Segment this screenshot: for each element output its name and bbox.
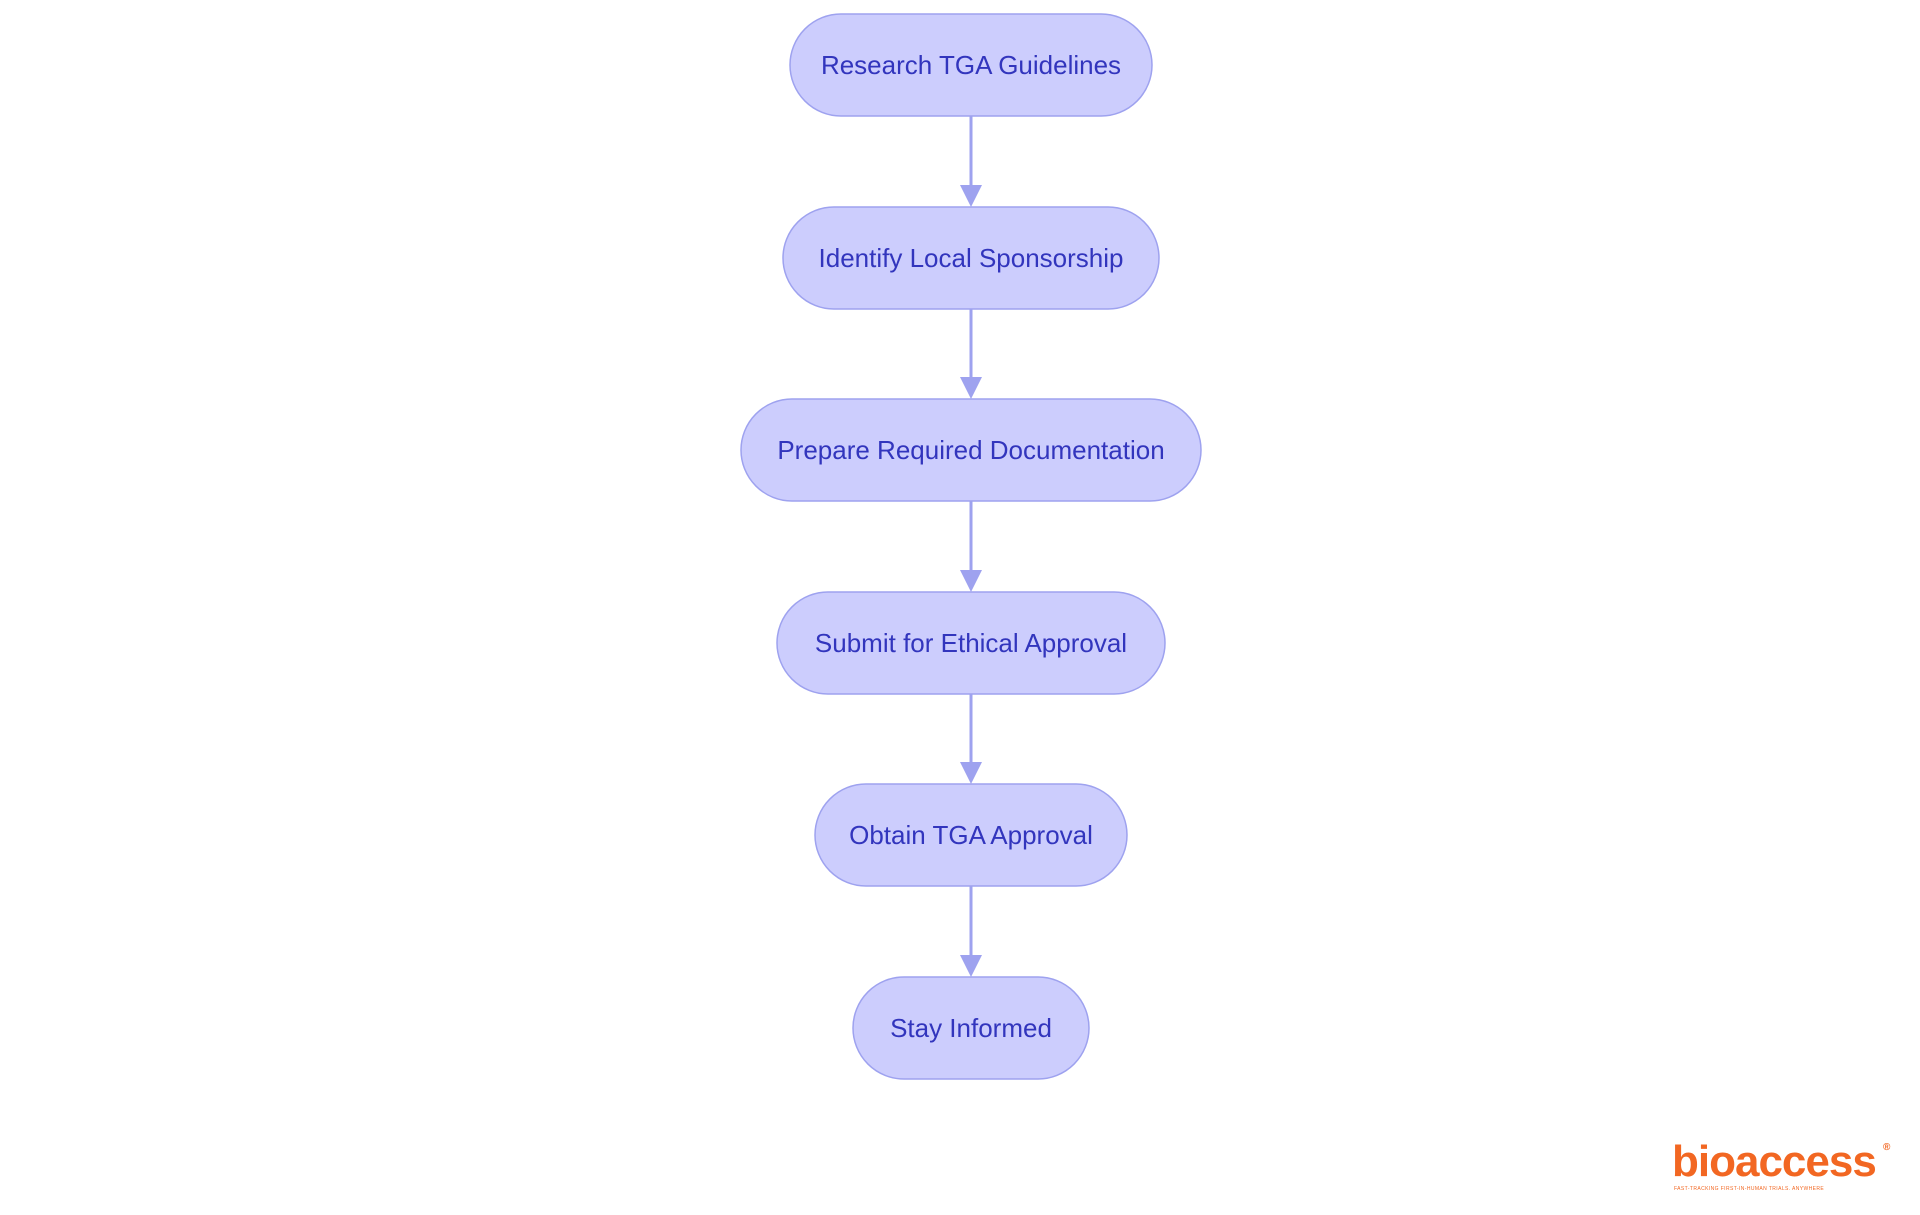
logo-registered-mark: ® [1883, 1142, 1891, 1153]
flow-step-label: Identify Local Sponsorship [819, 243, 1124, 273]
flow-step-label: Prepare Required Documentation [777, 435, 1164, 465]
flow-step-label: Stay Informed [890, 1013, 1052, 1043]
flow-step-label: Obtain TGA Approval [849, 820, 1093, 850]
flow-step: Stay Informed [852, 976, 1090, 1080]
flow-step: Submit for Ethical Approval [776, 591, 1166, 695]
flow-arrow [960, 886, 982, 977]
logo-tagline: FAST-TRACKING FIRST-IN-HUMAN TRIALS. ANY… [1674, 1186, 1825, 1192]
flow-step-label: Submit for Ethical Approval [815, 628, 1127, 658]
flow-arrow [960, 116, 982, 207]
flow-step: Research TGA Guidelines [789, 13, 1153, 117]
flow-step-label: Research TGA Guidelines [821, 50, 1121, 80]
flow-arrow [960, 309, 982, 399]
flow-arrow-head [960, 955, 982, 977]
flow-step: Obtain TGA Approval [814, 783, 1128, 887]
flow-arrow-head [960, 570, 982, 592]
logo-wordmark: bioaccess [1672, 1137, 1877, 1186]
flow-arrow [960, 694, 982, 784]
flow-arrow-head [960, 185, 982, 207]
bioaccess-logo: bioaccess ® FAST-TRACKING FIRST-IN-HUMAN… [1672, 1140, 1890, 1194]
flow-step: Identify Local Sponsorship [782, 206, 1160, 310]
flow-step: Prepare Required Documentation [740, 398, 1202, 502]
flow-arrow-head [960, 762, 982, 784]
flow-arrow [960, 501, 982, 592]
flow-arrow-head [960, 377, 982, 399]
